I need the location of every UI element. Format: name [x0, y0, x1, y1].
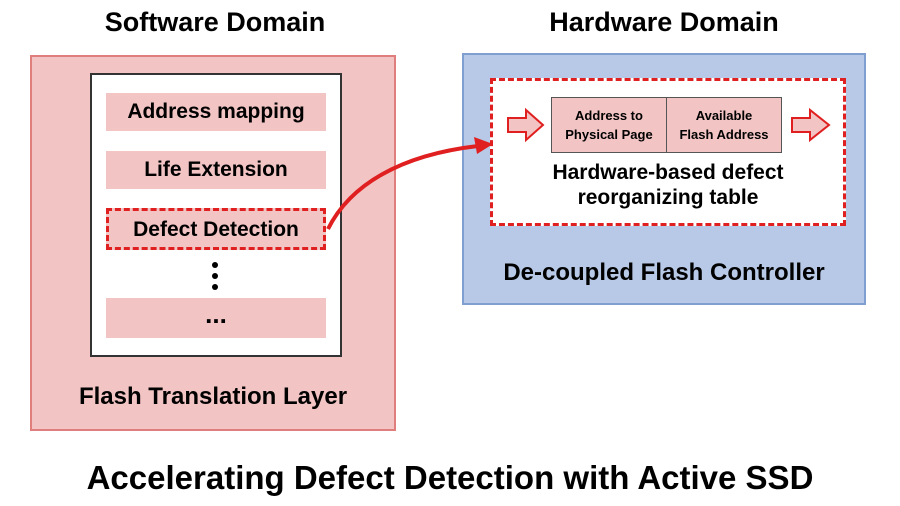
ftl-item-defect-detection: Defect Detection	[106, 208, 326, 250]
ftl-label: Flash Translation Layer	[78, 383, 348, 410]
software-domain-heading: Software Domain	[104, 7, 326, 37]
table-label-line: reorganizing table	[577, 186, 759, 209]
figure-caption: Accelerating Defect Detection with Activ…	[86, 459, 814, 496]
vertical-ellipsis-icon	[205, 260, 225, 292]
cell-line: Address to	[575, 108, 643, 123]
cell-line: Available	[695, 108, 753, 123]
controller-label: De-coupled Flash Controller	[503, 259, 825, 286]
hardware-domain-heading: Hardware Domain	[549, 7, 779, 37]
cell-line: Physical Page	[565, 127, 653, 142]
ftl-item-life-extension: Life Extension	[106, 151, 326, 189]
table-cell-address-to-physical-page: Address to Physical Page	[551, 97, 667, 153]
table-cell-available-flash-address: Available Flash Address	[666, 97, 782, 153]
defect-table-label: Hardware-based defect reorganizing table	[490, 160, 846, 210]
ftl-item-address-mapping: Address mapping	[106, 93, 326, 131]
table-label-line: Hardware-based defect	[552, 161, 784, 184]
ftl-item-more: ...	[106, 298, 326, 338]
cell-line: Flash Address	[679, 127, 769, 142]
